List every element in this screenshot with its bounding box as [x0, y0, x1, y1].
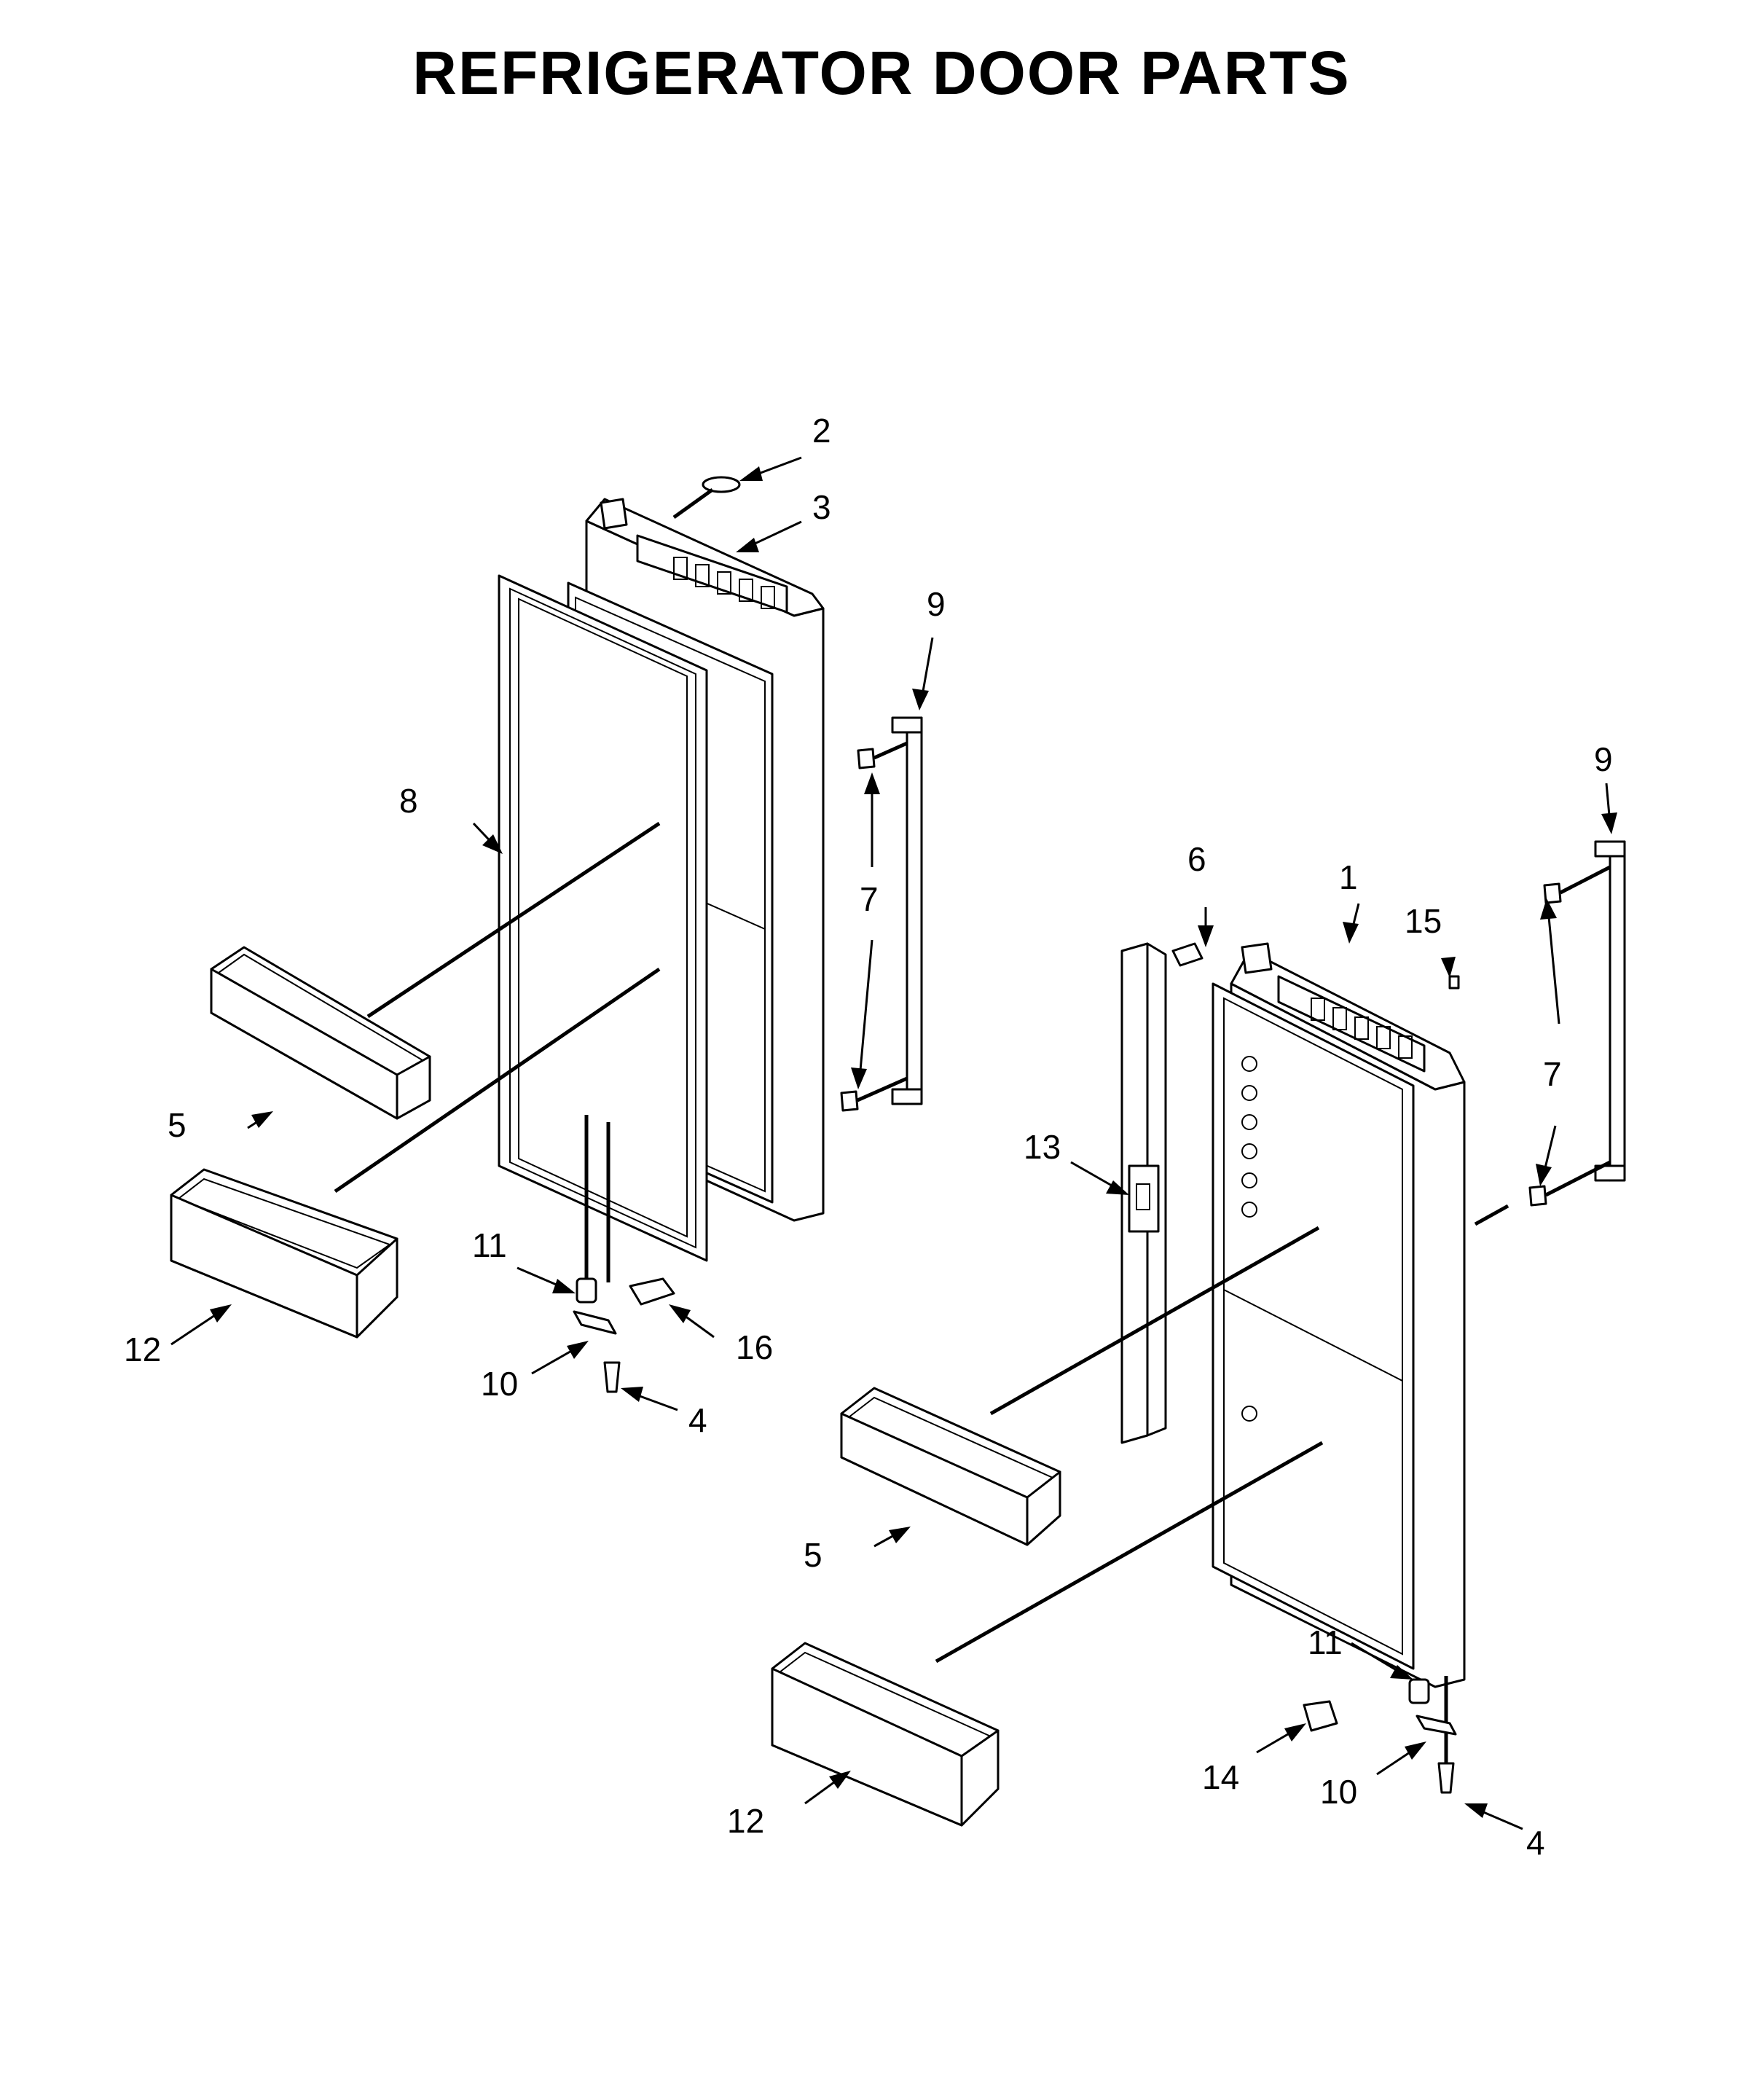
callout-arrows: [170, 456, 1617, 1830]
right-bin-small-leader: [989, 1226, 1320, 1416]
right-door-top-cap: [1230, 942, 1466, 1091]
callout-10-right: 10: [1320, 1773, 1357, 1811]
left-bin-small-leader: [366, 821, 661, 1019]
left-door-bin-small: [210, 946, 431, 1120]
callout-9-right: 9: [1594, 740, 1613, 778]
left-top-hinge-bushing: [672, 476, 741, 520]
right-handle-leader: [1474, 1204, 1509, 1226]
callout-4-right: 4: [1526, 1824, 1545, 1862]
right-door-mullion: [1120, 942, 1167, 1444]
right-door-handle: [1594, 840, 1626, 1182]
right-handle-screw-top: [1543, 865, 1611, 904]
callout-11-right: 11: [1308, 1623, 1343, 1661]
callout-4-left: 4: [688, 1401, 707, 1439]
callout-7-left: 7: [860, 880, 879, 918]
left-hinge-parts: [573, 1115, 675, 1393]
left-handle-screw-top: [857, 741, 908, 769]
callout-12-left: 12: [124, 1331, 161, 1368]
right-mullion-screw: [1171, 942, 1204, 967]
callout-labels: 2 3 9 8 7 5 12 11 10 16 4 6 1 15 9 7 13 …: [124, 412, 1613, 1862]
left-door-gasket: [498, 574, 708, 1262]
callout-8: 8: [399, 782, 418, 820]
page-title: REFRIGERATOR DOOR PARTS: [412, 39, 1351, 107]
right-door-top-vents: [1311, 998, 1413, 1059]
right-handle-screw-bottom: [1528, 1160, 1611, 1207]
callout-11-left: 11: [472, 1226, 507, 1264]
left-bin-large-leader: [334, 967, 661, 1194]
callout-10-left: 10: [481, 1365, 518, 1403]
right-door-bin-large: [771, 1642, 1000, 1827]
callout-2: 2: [812, 412, 831, 450]
right-door-liner: [1212, 982, 1415, 1670]
callout-6: 6: [1187, 840, 1206, 878]
callout-7-right: 7: [1543, 1055, 1562, 1093]
left-door-top-vents: [673, 557, 775, 609]
left-handle-screw-bottom: [840, 1076, 908, 1112]
callout-15: 15: [1405, 902, 1442, 940]
right-hinge-parts: [1303, 975, 1460, 1794]
left-door-handle: [891, 716, 923, 1105]
right-door-bin-small: [840, 1387, 1061, 1546]
callout-1: 1: [1339, 858, 1358, 896]
callout-5-left: 5: [168, 1106, 186, 1144]
callout-5-right: 5: [804, 1536, 822, 1574]
left-door-bin-large: [170, 1168, 398, 1339]
callout-3: 3: [812, 488, 831, 526]
right-bin-large-leader: [935, 1441, 1324, 1664]
callout-14: 14: [1202, 1758, 1239, 1796]
right-liner-shelf-bosses: [1241, 1056, 1257, 1422]
callout-13: 13: [1024, 1128, 1061, 1166]
callout-9-left: 9: [927, 585, 946, 623]
callout-12-right: 12: [727, 1802, 764, 1840]
callout-16: 16: [736, 1328, 773, 1366]
